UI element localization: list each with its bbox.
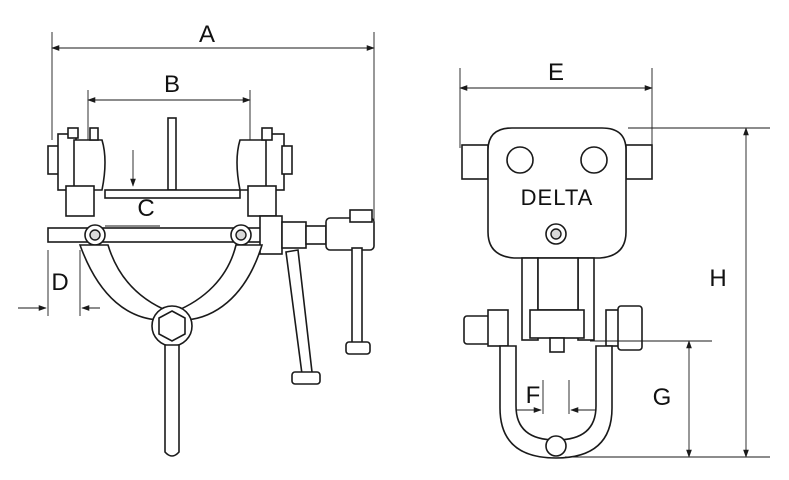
dimension-f: F bbox=[516, 380, 596, 414]
dimension-e-label: E bbox=[548, 59, 564, 86]
dimension-h-label: H bbox=[709, 265, 726, 292]
dimension-h: H bbox=[628, 127, 770, 458]
dimension-f-label: F bbox=[526, 382, 541, 409]
yoke-arms bbox=[78, 244, 264, 457]
load-shackle bbox=[463, 305, 643, 459]
hand-lever bbox=[285, 249, 321, 385]
dimension-b: B bbox=[87, 71, 251, 140]
dimension-c-label: C bbox=[137, 195, 154, 222]
dimension-d-label: D bbox=[51, 269, 68, 296]
dimension-a: A bbox=[51, 21, 375, 225]
cross-shaft bbox=[47, 209, 375, 255]
dimension-c: C bbox=[105, 150, 160, 240]
left-wheel-assembly bbox=[47, 127, 106, 217]
clamp-screw bbox=[345, 247, 371, 355]
hanger-body bbox=[521, 257, 595, 353]
dimension-b-label: B bbox=[164, 71, 180, 98]
dimension-a-label: A bbox=[199, 21, 215, 48]
dimension-g-label: G bbox=[653, 384, 672, 411]
side-plate: DELTA bbox=[461, 127, 653, 259]
beam-section bbox=[104, 117, 241, 199]
front-view: A B bbox=[18, 21, 375, 457]
brand-label: DELTA bbox=[521, 185, 594, 210]
dimension-d: D bbox=[18, 250, 100, 316]
dimension-g: G bbox=[565, 340, 770, 458]
dimension-e: E bbox=[459, 59, 653, 148]
side-view: E DELTA bbox=[459, 59, 770, 459]
right-wheel-assembly bbox=[236, 127, 293, 217]
